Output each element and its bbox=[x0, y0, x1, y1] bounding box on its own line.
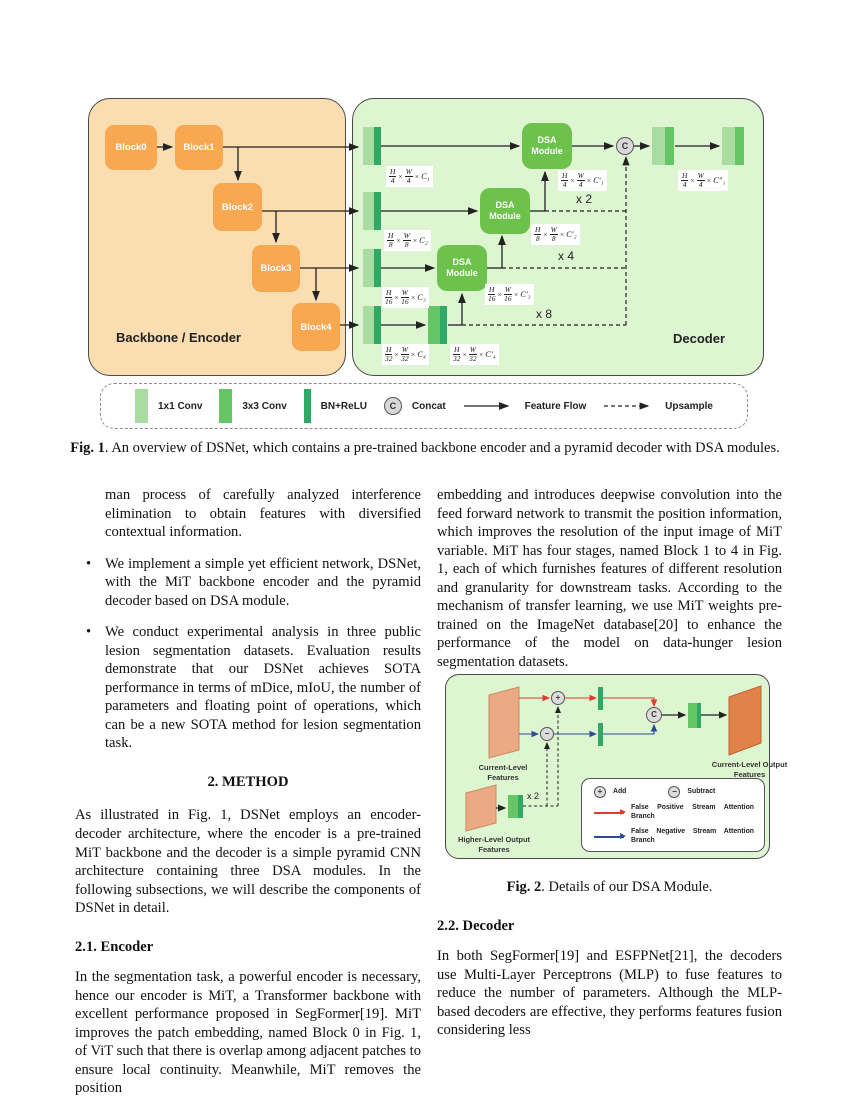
legend-fp-row: False Positive Stream Attention Branch bbox=[594, 804, 754, 822]
output-bar-2 bbox=[722, 127, 744, 165]
bullet-item-1: • We implement a simple yet efficient ne… bbox=[75, 555, 421, 611]
feature-bar-stage2 bbox=[363, 192, 381, 230]
upsample-x8-label: x 8 bbox=[536, 307, 553, 321]
bnrelu-bar-fp bbox=[598, 687, 603, 711]
block1: Block1 bbox=[175, 125, 223, 170]
output-features-label: Current-Level Output Features bbox=[711, 760, 788, 779]
legend-conv1x1: 1x1 Conv bbox=[135, 389, 202, 423]
left-column: man process of carefully analyzed interf… bbox=[75, 486, 421, 1098]
current-features-label: Current-Level Features bbox=[478, 763, 528, 782]
bnrelu-bar-fn bbox=[598, 723, 603, 747]
bullet-marker: • bbox=[86, 555, 92, 572]
section-heading-method: 2. METHOD bbox=[207, 773, 289, 790]
bullet-text: We implement a simple yet efficient netw… bbox=[105, 555, 421, 609]
legend-feature-flow: Feature Flow bbox=[463, 401, 586, 412]
paragraph-encoder: In the segmentation task, a powerful enc… bbox=[75, 969, 421, 1097]
subsection-heading-decoder: 2.2. Decoder bbox=[437, 917, 515, 934]
solid-arrow-icon bbox=[463, 402, 509, 410]
legend-bnrelu: BN+ReLU bbox=[303, 389, 367, 423]
red-arrow-icon bbox=[594, 809, 626, 816]
concat-circle-icon: C bbox=[383, 397, 402, 415]
feature-bar-stage4 bbox=[363, 306, 381, 344]
legend-concat: C Concat bbox=[383, 397, 446, 415]
legend-fn-row: False Negative Stream Attention Branch bbox=[594, 828, 754, 846]
figure1-dsnet-overview: Block0 Block1 Block2 Block3 Block4 Backb… bbox=[88, 98, 764, 378]
subsection-heading-encoder: 2.1. Encoder bbox=[75, 938, 154, 955]
upsample-x2-label: x 2 bbox=[576, 192, 593, 206]
figure2-legend: + Add − Subtract False Positive Stream A… bbox=[581, 778, 765, 853]
output-bar-1 bbox=[652, 127, 674, 165]
bullet-text: We conduct experimental analysis in thre… bbox=[105, 624, 421, 752]
conv-bar-output bbox=[688, 703, 701, 729]
conv-bar-higher bbox=[508, 795, 523, 819]
concat-node: C bbox=[616, 137, 634, 155]
add-circle-icon: + bbox=[594, 786, 606, 799]
paragraph-method: As illustrated in Fig. 1, DSNet employs … bbox=[75, 807, 421, 917]
legend-conv3x3: 3x3 Conv bbox=[219, 389, 287, 423]
subtract-node: − bbox=[540, 727, 554, 742]
conv1x1-swatch-icon bbox=[135, 389, 148, 423]
conv-bar-stage4 bbox=[428, 306, 447, 344]
concat-node: C bbox=[646, 707, 662, 724]
feature-planes bbox=[465, 685, 762, 832]
block3: Block3 bbox=[252, 245, 300, 292]
figure1-legend: 1x1 Conv 3x3 Conv BN+ReLU C Concat Featu… bbox=[100, 383, 748, 429]
feature-bar-stage1 bbox=[363, 127, 381, 165]
bullet-item-2: • We conduct experimental analysis in th… bbox=[75, 623, 421, 753]
bullet-marker: • bbox=[86, 624, 92, 641]
paragraph-decoder: In both SegFormer[19] and ESFPNet[21], t… bbox=[437, 948, 782, 1039]
feature-bar-stage3 bbox=[363, 249, 381, 287]
figure2-dsa-module: + − C Current-Level Features Higher-Leve… bbox=[445, 674, 787, 860]
figure1-caption: Fig. 1. An overview of DSNet, which cont… bbox=[70, 440, 780, 456]
block4: Block4 bbox=[292, 303, 340, 351]
legend-upsample: Upsample bbox=[603, 401, 713, 412]
encoder-title: Backbone / Encoder bbox=[116, 330, 241, 345]
figure2-caption: Fig. 2. Details of our DSA Module. bbox=[506, 879, 713, 896]
right-column: embedding and introduces deepwise convol… bbox=[437, 486, 787, 1040]
bnrelu-swatch-icon bbox=[303, 389, 311, 423]
conv3x3-swatch-icon bbox=[219, 389, 233, 423]
dashed-arrow-icon bbox=[604, 402, 650, 410]
blue-arrow-icon bbox=[594, 832, 626, 839]
subtract-circle-icon: − bbox=[668, 786, 681, 799]
upsample-x4-label: x 4 bbox=[558, 249, 575, 263]
paragraph-embedding: embedding and introduces deepwise convol… bbox=[437, 487, 782, 670]
paragraph-continuation: man process of carefully analyzed interf… bbox=[105, 487, 421, 541]
block0: Block0 bbox=[105, 125, 157, 170]
feature-flow-arrows bbox=[157, 142, 721, 329]
dsa-module-wires bbox=[465, 685, 762, 832]
decoder-title: Decoder bbox=[673, 331, 726, 346]
upsample-x2-label: x 2 bbox=[527, 791, 540, 802]
add-node: + bbox=[551, 691, 565, 706]
higher-features-label: Higher-Level Output Features bbox=[457, 835, 531, 854]
block2: Block2 bbox=[213, 183, 262, 231]
legend-add-subtract-row: + Add − Subtract bbox=[594, 786, 754, 799]
